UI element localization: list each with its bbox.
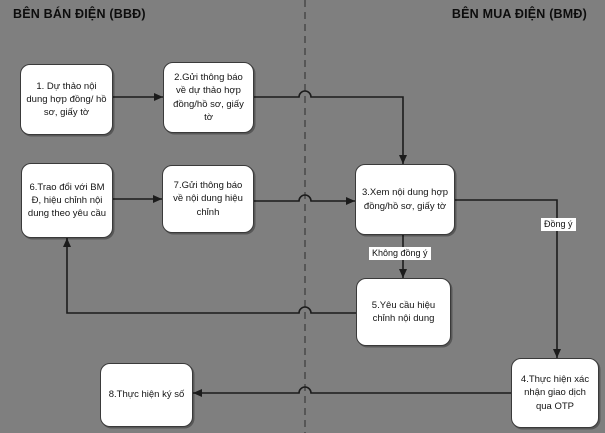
flow-step-7-send-revision-notice: 7.Gửi thông báo về nội dung hiệu chỉnh — [162, 165, 254, 233]
edge-label-disagree: Không đồng ý — [369, 247, 431, 260]
arrow-step5-to-step6 — [63, 238, 356, 314]
arrow-step3-to-step4-agree — [455, 199, 561, 358]
edge-label-agree: Đồng ý — [541, 218, 576, 231]
flow-step-2-send-draft-notice: 2.Gửi thông báo về dự thảo hợp đồng/hồ s… — [163, 62, 254, 133]
flow-step-4-confirm-otp: 4.Thực hiện xác nhận giao dịch qua OTP — [511, 358, 599, 428]
flow-step-5-request-revision: 5.Yêu cầu hiệu chỉnh nội dung — [356, 278, 451, 346]
lane-title-seller: BÊN BÁN ĐIỆN (BBĐ) — [13, 7, 146, 21]
flow-step-6-discuss-revise: 6.Trao đổi với BM Đ, hiệu chỉnh nội dung… — [21, 163, 113, 238]
arrow-step7-to-step3 — [254, 194, 355, 205]
arrow-step2-to-step3 — [254, 90, 407, 164]
flow-step-1-draft-contract: 1. Dự thảo nội dung hợp đồng/ hồ sơ, giấ… — [20, 64, 113, 135]
arrow-step4-to-step8 — [193, 386, 511, 397]
lane-title-buyer: BÊN MUA ĐIỆN (BMĐ) — [451, 7, 587, 21]
flow-step-3-review-content: 3.Xem nội dung hợp đồng/hồ sơ, giấy tờ — [355, 164, 455, 235]
flow-step-8-digital-sign: 8.Thực hiện ký số — [100, 363, 193, 427]
